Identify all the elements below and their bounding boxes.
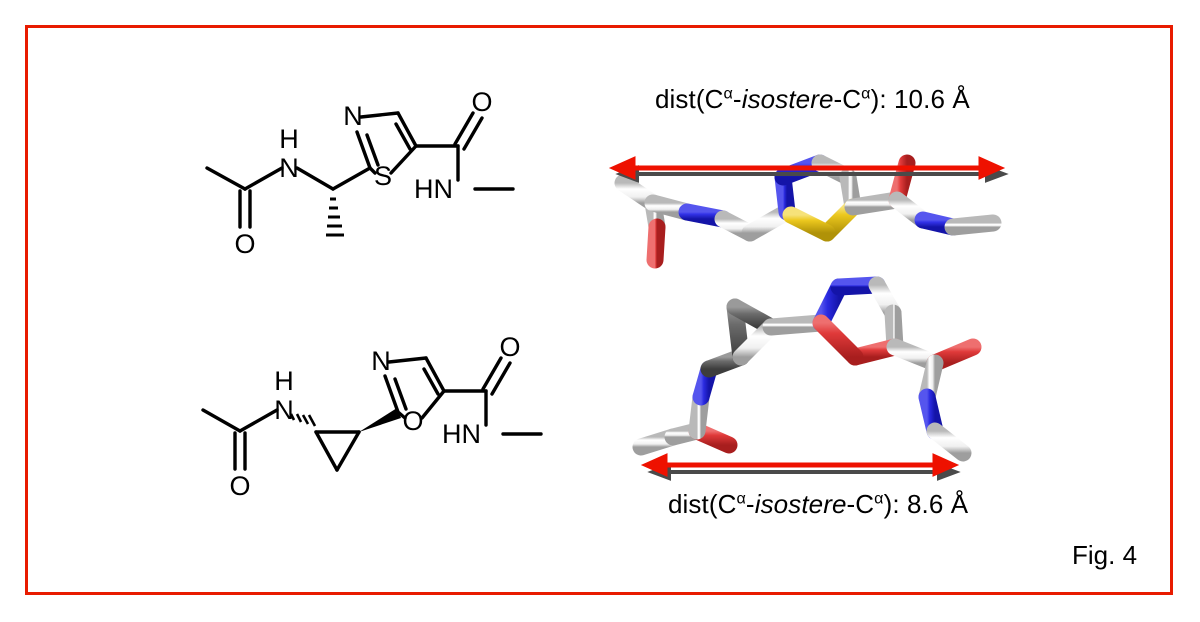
atom-label-carboxamide-hn: HN: [414, 174, 453, 204]
distance-label-bottom: dist(Cα-isostere-Cα): 8.6 Å: [668, 489, 968, 520]
dist-unit: Å: [952, 84, 970, 114]
distance-arrow-bottom: [605, 445, 1035, 490]
dash-1: -: [745, 489, 755, 519]
hashed-wedge-bond: [289, 413, 317, 427]
atom-label-ring-o: O: [402, 406, 423, 436]
dist-unit: Å: [950, 489, 969, 519]
molecular-model-thiazole-3d: [605, 115, 1035, 285]
dist-prefix: dist(C: [668, 489, 737, 519]
alpha-superscript-2: α: [861, 84, 871, 103]
atom-label-amide-n: N: [274, 395, 294, 425]
atom-label-carbonyl-o: O: [499, 332, 520, 362]
dist-value: 10.6: [894, 84, 946, 114]
dist-suffix: ):: [870, 84, 894, 114]
atom-label-carbonyl-o: O: [471, 87, 492, 117]
hashed-wedge-bond: [326, 197, 344, 237]
atom-label-ring-n: N: [371, 346, 391, 376]
structure-diagram-oxazole: N H O N O O HN: [185, 332, 575, 510]
alpha-superscript: α: [723, 84, 733, 103]
dash-1: -: [732, 84, 742, 114]
atom-label-ring-n: N: [343, 101, 363, 131]
structure-diagram-thiazole: N H O N S O HN: [185, 87, 545, 270]
bold-wedge-bond: [359, 408, 401, 432]
dist-suffix: ):: [883, 489, 907, 519]
molecular-model-oxazole-3d: [605, 265, 1035, 490]
distance-arrow-top: [605, 150, 1035, 195]
atom-label-amide-h: H: [274, 366, 294, 396]
atom-label-ring-s: S: [374, 161, 392, 191]
dash-2: -C: [846, 489, 875, 519]
figure-caption: Fig. 4: [1072, 540, 1138, 570]
dist-value: 8.6: [907, 489, 944, 519]
dist-prefix: dist(C: [655, 84, 724, 114]
isostere-word: isostere: [754, 489, 847, 519]
isostere-word: isostere: [741, 84, 834, 114]
alpha-superscript: α: [736, 489, 746, 508]
atom-label-acetyl-o: O: [234, 229, 255, 259]
atom-label-carboxamide-hn: HN: [442, 419, 481, 449]
atom-label-amide-n: N: [279, 153, 299, 183]
distance-label-top: dist(Cα-isostere-Cα): 10.6 Å: [655, 84, 970, 115]
figure-border: [25, 25, 1173, 595]
alpha-superscript-2: α: [874, 489, 884, 508]
dash-2: -C: [833, 84, 862, 114]
atom-label-amide-h: H: [279, 124, 299, 154]
atom-label-acetyl-o: O: [229, 471, 250, 501]
